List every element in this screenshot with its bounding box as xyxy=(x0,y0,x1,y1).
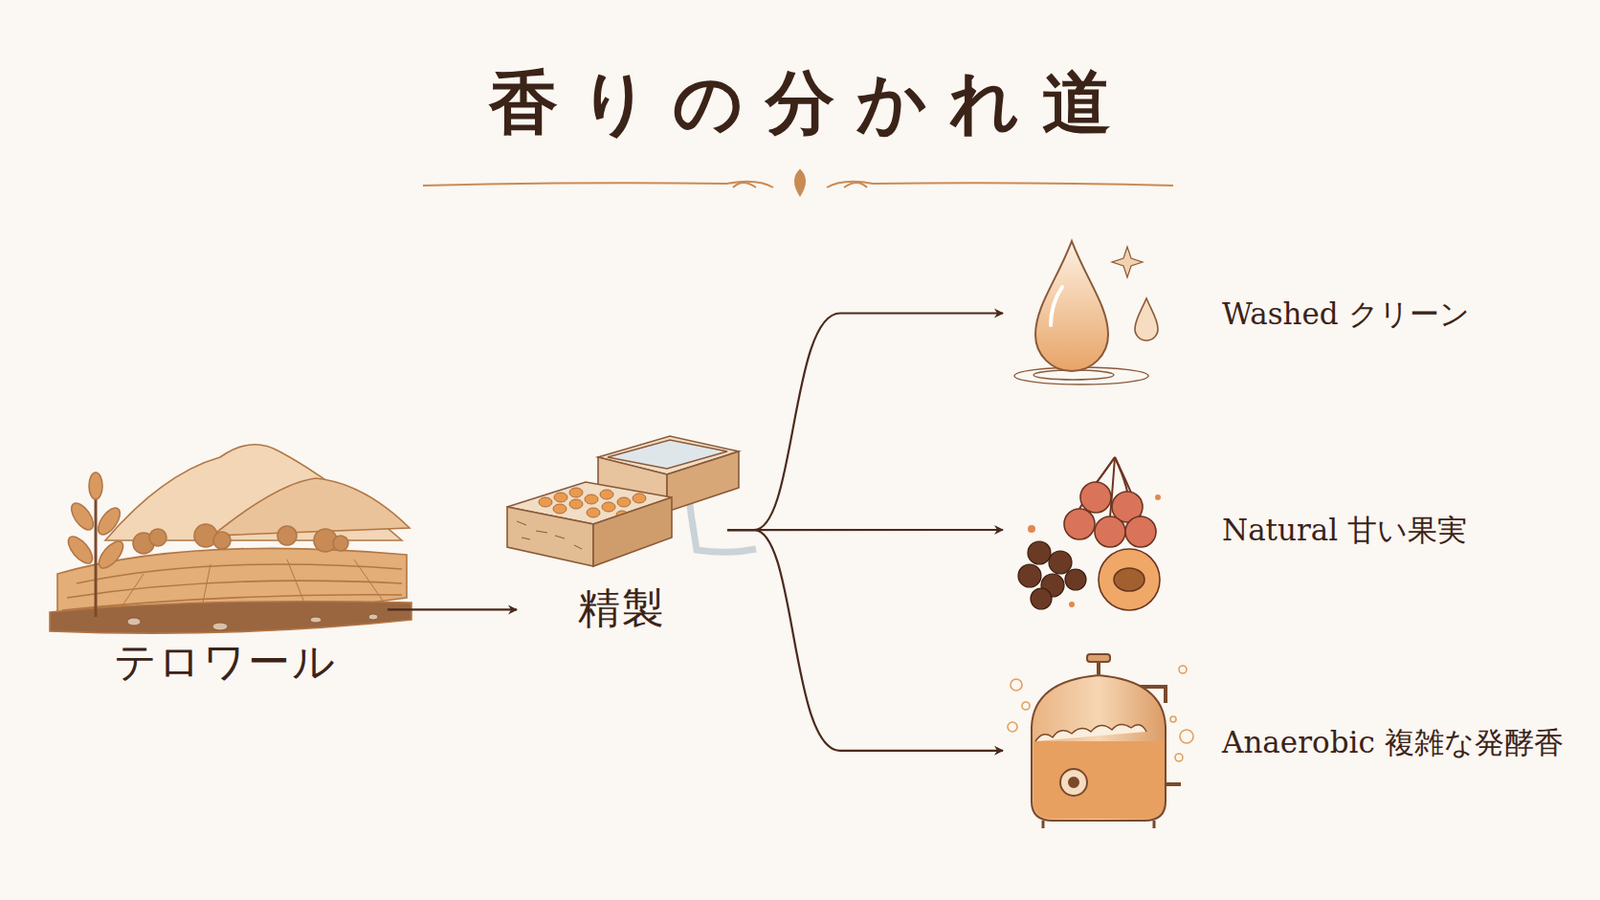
flow-arrow xyxy=(727,530,1003,752)
terroir-node: テロワール xyxy=(62,421,388,691)
terroir-illustration xyxy=(49,444,412,635)
flow-arrow xyxy=(387,608,517,611)
fermentation-tank-icon xyxy=(1007,654,1194,829)
fruit-icon xyxy=(1018,457,1161,611)
washed-node: Washed クリーン xyxy=(1002,239,1539,388)
water-drop-icon xyxy=(1014,241,1158,385)
flow-arrow xyxy=(727,529,1003,532)
node-label: 精製 xyxy=(577,583,667,634)
title-ornament xyxy=(422,170,1174,196)
flow-arrow xyxy=(727,313,1003,532)
node-label: Washed クリーン xyxy=(1222,294,1470,334)
node-label: Anaerobic 複雑な発酵香 xyxy=(1222,723,1564,762)
diagram-title: 香りの分かれ道 xyxy=(0,59,1600,146)
processing-illustration xyxy=(507,436,756,567)
anaerobic-node: Anaerobic 複雑な発酵香 xyxy=(1002,652,1539,832)
node-label: Natural 甘い果実 xyxy=(1222,511,1467,550)
node-label: テロワール xyxy=(113,637,337,688)
processing-node: 精製 xyxy=(516,430,728,642)
natural-node: Natural 甘い果実 xyxy=(1002,453,1539,607)
